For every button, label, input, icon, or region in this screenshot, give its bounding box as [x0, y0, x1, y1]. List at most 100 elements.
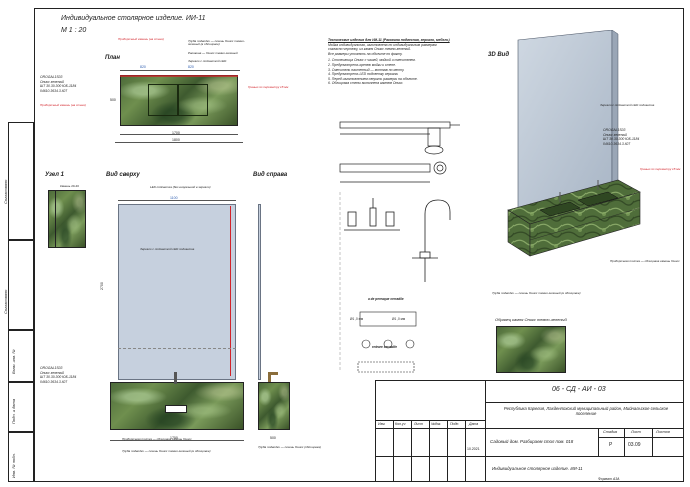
- rev-v-5: [465, 420, 466, 482]
- callout-top-mirror: Зеркало с подсветкой LED подсветка: [140, 247, 195, 251]
- tb-sheet: 03.09: [628, 442, 641, 448]
- tb-h-stage: [598, 437, 684, 438]
- callout-plan-left-red: Прибирочный камень (на стене): [40, 103, 86, 107]
- rev-v-3: [429, 420, 430, 482]
- callout-plan-drain: Раковина — Оникс темно-зеленый: [188, 51, 238, 55]
- dim-line-top-bottom: [118, 348, 236, 349]
- material-tag-top-line4: 04610.3634.3-ЮТ: [40, 379, 68, 384]
- notes-line-8: 6. Облицовка стены выполнена камнем Оник…: [328, 81, 404, 86]
- fixtures-drawing: [339, 121, 460, 373]
- title-block: [375, 380, 684, 482]
- fixture-label-1: a de pereaque cerradile: [368, 297, 404, 301]
- tb-v-main: [485, 380, 486, 482]
- tb-h-1: [485, 402, 684, 403]
- view-title-top: Вид сверху: [106, 172, 140, 178]
- side-label-2: Согласовано: [3, 289, 8, 314]
- rev-h-3: [375, 456, 485, 457]
- material-tag-code: OROGAL1S03: [40, 75, 63, 79]
- dim-line-top-width: [118, 200, 236, 201]
- rev-col-4: Подп.: [450, 422, 460, 426]
- rev-col-5: Дата: [469, 422, 479, 426]
- side-cell-5: [8, 432, 34, 482]
- tb-date: 10.2021: [467, 447, 480, 451]
- view-title-plan: План: [105, 55, 121, 61]
- tb-object: Садовый дом. Разбираем стол пом. 018: [490, 439, 574, 444]
- side-label-5: Инв. № подл.: [11, 453, 16, 478]
- siphon-icon: [339, 121, 460, 155]
- material-tag-name: Оникс зеленый: [40, 79, 64, 84]
- material-tag-top-name: Оникс зеленый: [40, 370, 64, 375]
- notes-line-3: 1. Столешница Оникс с чашей, мойкой и см…: [328, 58, 416, 63]
- material-tag-line4: 04610.3634.3-ЮТ: [40, 88, 68, 93]
- tb-v-stage: [598, 428, 599, 456]
- material-tag-top-code: OROGAL1S03: [40, 366, 63, 370]
- dim-plan-seg-1: 820: [140, 65, 146, 69]
- material-tag-line3: ШТ 30.30.300 ЮБ-1184: [40, 84, 77, 89]
- notes-line-7: 5. Перед изготовлением сверить размеры н…: [328, 76, 418, 81]
- dim-plan-seg-2: 820: [188, 65, 194, 69]
- callout-top-led: LED подсветка (без визуальной в зеркало): [150, 185, 211, 189]
- right-countertop: [258, 382, 290, 430]
- mirror-panel-top: [118, 204, 236, 380]
- node-section: [48, 190, 86, 248]
- view-title-node: Узел 1: [45, 172, 64, 178]
- rev-col-0: Изм.: [378, 422, 386, 426]
- right-wall-line: [258, 204, 261, 380]
- tb-h-3: [485, 456, 684, 457]
- material-tag-3d: OROGAL1S03 Оникс зеленый ШТ 30.30.300 ЮБ…: [603, 128, 639, 146]
- callout-3d-bottom-1: Прибирочная плитка — облицовка камень Он…: [610, 259, 680, 263]
- notes-line-4: 2. Предусмотреть крепеж мойки к стене.: [328, 62, 396, 67]
- tb-sheet-header: Лист: [631, 430, 641, 434]
- callout-plan-right-red: Гранью по периметру 18 мм: [248, 85, 289, 89]
- faucet-plan-icon: [357, 311, 417, 373]
- dim-top-height: 2700: [100, 282, 104, 290]
- side-cell-4: [8, 382, 34, 432]
- dim-plan-depth: 500: [110, 98, 116, 102]
- dim-plan-overall: 1800: [172, 138, 180, 142]
- side-label-3: Взам. инв. №: [11, 349, 16, 374]
- material-tag-3d-name: Оникс зеленый: [603, 132, 627, 137]
- tb-doc-code: 06 - СД - АИ - 03: [552, 386, 606, 393]
- notes-line-0: Мойка индивидуальная, изготовлена по инд…: [328, 42, 437, 47]
- callout-right-bottom-1: Труба подводки — сечень Оникс (облицовка…: [258, 445, 321, 449]
- sample-swatch: [496, 326, 566, 373]
- material-tag-3d-line3: ШТ 30.30.300 ЮБ-1184: [603, 137, 640, 142]
- tb-format: Формат А3А: [598, 477, 620, 481]
- right-faucet: [268, 372, 278, 375]
- top-faucet: [174, 372, 177, 384]
- notes-block: Технические изделия для ИИ-11 (Раковина …: [328, 38, 458, 86]
- rev-col-2: Лист: [414, 422, 424, 426]
- tb-stage-header: Стадия: [603, 430, 618, 434]
- rev-v-2: [411, 420, 412, 482]
- notes-line-1: согласно чертежу, из камня Оникс темно-з…: [328, 47, 411, 52]
- notes-line-5: 3. Смеситель настенный — монтаж по месту…: [328, 67, 405, 72]
- dim-line-plan-top: [120, 70, 240, 71]
- material-tag-top: OROGAL1S03 Оникс зеленый ШТ 30.30.300 ЮБ…: [40, 366, 76, 384]
- faucet-set-icon: [344, 198, 451, 282]
- dim-line-top-width-2: [110, 440, 244, 441]
- plan-red-line: [120, 75, 238, 77]
- notes-line-2: Все размеры уточнять на объекте по факту…: [328, 51, 403, 56]
- callout-3d-red: Гранью по периметру 18 мм: [640, 167, 681, 171]
- dim-top-width: 1100: [170, 196, 178, 200]
- rev-col-3: №док.: [431, 422, 442, 426]
- tb-stage: Р: [609, 442, 613, 448]
- dim-node-value: Камень 20-40: [60, 184, 79, 188]
- side-cell-3: [8, 330, 34, 382]
- tb-drawing: Индивидуальное столярное изделие. ИИ-11: [492, 466, 583, 471]
- fixture-dim-b: Ø1 ,0 мм: [392, 317, 406, 321]
- notes-heading: Технические изделия для ИИ-11 (Раковина …: [328, 38, 450, 42]
- callout-bottom-left-1: Прибирочная плитка — облицовка камень Он…: [122, 437, 192, 441]
- material-tag-3d-code: OROGAL1S03: [603, 128, 626, 132]
- material-tag-top-line3: ШТ 30.30.300 ЮБ-1184: [40, 375, 77, 380]
- fixture-dim-a: Ø1 ,0 мм: [350, 317, 364, 321]
- side-label-4: Подп. и дата: [11, 398, 16, 424]
- callout-plan-top-mid: Труба подводки — сечень Оникс темно-зеле…: [188, 39, 245, 47]
- rev-h-2: [375, 428, 485, 429]
- dim-right-depth: 500: [270, 436, 276, 440]
- notes-line-6: 4. Предусмотреть LED подсветку зеркала.: [328, 72, 399, 77]
- view3d-drawing: [507, 30, 641, 257]
- rev-v-4: [447, 420, 448, 482]
- view-title-3d: 3D Вид: [488, 52, 510, 58]
- callout-3d-mirror: Зеркало с подсветкой LED подсветка: [600, 103, 655, 107]
